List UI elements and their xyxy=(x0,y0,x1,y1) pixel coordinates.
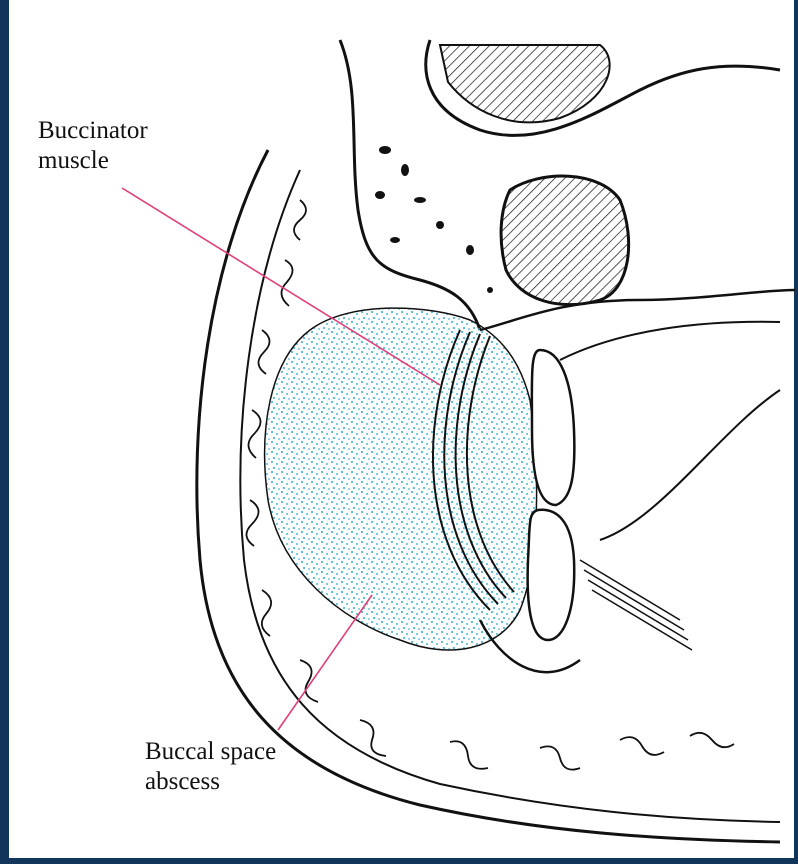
buccal-space-abscess-label: Buccal space abscess xyxy=(145,737,276,797)
lower-muscle-fibres xyxy=(580,560,692,650)
sinus-hatched-block xyxy=(501,176,629,305)
buccinator-muscle-label: Buccinator muscle xyxy=(38,116,148,176)
tongue-lower-outline xyxy=(600,390,780,540)
buccinator-label-line2: muscle xyxy=(38,146,148,176)
upper-hatched-bone xyxy=(440,45,610,122)
abscess-label-line2: abscess xyxy=(145,767,276,797)
abscess-leader-line xyxy=(278,595,372,730)
palate-curve xyxy=(480,290,795,330)
buccinator-label-line1: Buccinator xyxy=(38,116,148,146)
buccal-space-abscess xyxy=(265,308,537,650)
abscess-label-line1: Buccal space xyxy=(145,737,276,767)
tongue-outline xyxy=(560,322,780,360)
